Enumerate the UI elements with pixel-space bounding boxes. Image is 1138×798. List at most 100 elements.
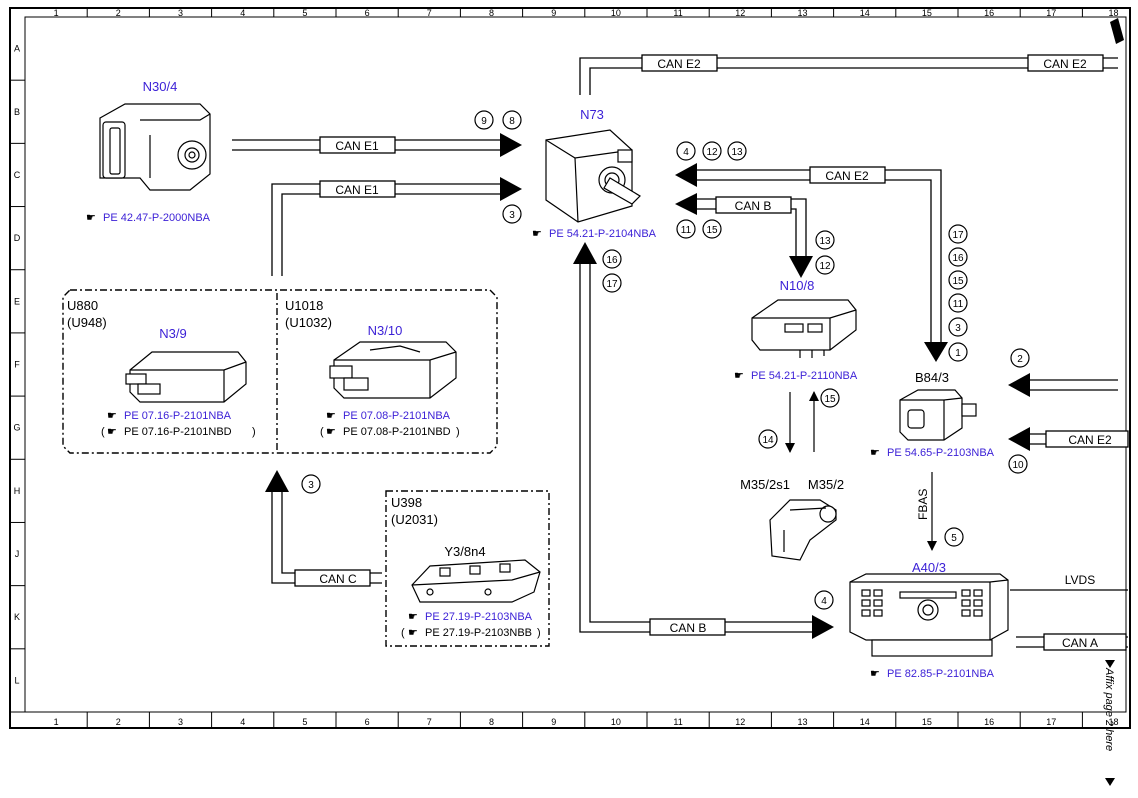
svg-text:PE 54.21-P-2110NBA: PE 54.21-P-2110NBA: [751, 370, 858, 382]
head-unit-icon: [849, 573, 1009, 657]
column-number: 13: [797, 8, 807, 18]
row-letter: J: [15, 549, 20, 559]
row-letter: F: [14, 360, 20, 370]
bus-lines: [232, 57, 1128, 648]
svg-text:15: 15: [952, 276, 964, 287]
svg-text:): ): [252, 426, 256, 438]
svg-text:9: 9: [481, 116, 487, 127]
component-label-a40-3: A40/3: [912, 560, 946, 575]
row-letter: A: [14, 44, 20, 54]
column-number: 13: [797, 717, 807, 727]
row-letter: C: [14, 170, 21, 180]
pointing-hand-icon: ☛: [326, 426, 336, 438]
column-number: 18: [1108, 717, 1118, 727]
callout-17: 17: [602, 273, 622, 293]
ref-link-n3-9[interactable]: ☛ PE 07.16-P-2101NBA: [107, 410, 232, 422]
column-number: 16: [984, 8, 994, 18]
bus-label-can-c: CAN C: [319, 572, 357, 586]
bus-label-lvds: LVDS: [1065, 573, 1095, 587]
svg-text:PE 07.16-P-2101NBD: PE 07.16-P-2101NBD: [124, 426, 232, 438]
row-letter: G: [13, 423, 20, 433]
callout-10: 10: [1008, 454, 1028, 474]
ref-link-n3-10-alt[interactable]: ( ☛ PE 07.08-P-2101NBD ): [320, 426, 460, 438]
ref-link-a40-3[interactable]: ☛ PE 82.85-P-2101NBA: [870, 668, 995, 680]
svg-text:3: 3: [509, 210, 515, 221]
bus-label-can-e1: CAN E1: [335, 139, 379, 153]
abs-unit-icon: [99, 103, 211, 191]
callout-1: 1: [948, 342, 968, 362]
pointing-hand-icon: ☛: [870, 668, 880, 680]
bus-label-can-b: CAN B: [735, 199, 772, 213]
down-triangle-icon: [1105, 660, 1115, 668]
bus-arrowheads: [265, 133, 1030, 639]
svg-text:11: 11: [953, 299, 964, 310]
ref-link-y3[interactable]: ☛ PE 27.19-P-2103NBA: [408, 611, 533, 623]
bus-label-fbas: FBAS: [916, 489, 930, 520]
callout-17: 17: [948, 224, 968, 244]
column-number: 3: [178, 717, 183, 727]
callout-13: 13: [727, 141, 747, 161]
svg-text:PE 07.08-P-2101NBD: PE 07.08-P-2101NBD: [343, 426, 451, 438]
ref-link-n3-10[interactable]: ☛ PE 07.08-P-2101NBA: [326, 410, 451, 422]
svg-text:12: 12: [706, 147, 718, 158]
ref-link-n30-4[interactable]: ☛ PE 42.47-P-2000NBA: [86, 212, 211, 224]
pointing-hand-icon: ☛: [408, 611, 418, 623]
svg-text:16: 16: [606, 255, 618, 266]
column-number: 1: [54, 8, 59, 18]
component-label-y3-8n4: Y3/8n4: [444, 544, 485, 559]
ref-link-y3-alt[interactable]: ( ☛ PE 27.19-P-2103NBB ): [401, 627, 541, 639]
callout-16: 16: [948, 247, 968, 267]
pointing-hand-icon: ☛: [86, 212, 96, 224]
svg-text:5: 5: [951, 533, 957, 544]
pointing-hand-icon: ☛: [532, 228, 542, 240]
row-letter: B: [14, 107, 20, 117]
ref-link-n3-9-alt[interactable]: ( ☛ PE 07.16-P-2101NBD ): [101, 426, 256, 438]
down-triangle-icon: [1105, 778, 1115, 786]
column-number: 12: [735, 8, 745, 18]
component-label-n30-4: N30/4: [143, 79, 178, 94]
bus-label-can-e2: CAN E2: [657, 57, 701, 71]
svg-text:4: 4: [683, 147, 689, 158]
column-number: 8: [489, 717, 494, 727]
column-number: 10: [611, 717, 621, 727]
callout-14: 14: [758, 429, 778, 449]
column-number: 16: [984, 717, 994, 727]
component-labels: N30/4 N73 N10/8 N3/9 N3/10 B84/3 A40/3 M…: [143, 79, 949, 575]
ref-link-b84-3[interactable]: ☛ PE 54.65-P-2103NBA: [870, 447, 995, 459]
column-number: 14: [860, 8, 870, 18]
bus-label-can-e2: CAN E2: [825, 169, 869, 183]
pen-icon: [1110, 18, 1124, 44]
component-label-n73: N73: [580, 107, 604, 122]
column-number: 14: [860, 717, 870, 727]
ref-link-n73[interactable]: ☛ PE 54.21-P-2104NBA: [532, 228, 657, 240]
column-number: 18: [1108, 8, 1118, 18]
ref-link-n10-8[interactable]: ☛ PE 54.21-P-2110NBA: [734, 370, 858, 382]
callout-4: 4: [676, 141, 696, 161]
svg-text:2: 2: [1017, 354, 1023, 365]
svg-text:(: (: [401, 627, 405, 639]
column-number: 9: [551, 717, 556, 727]
group-label-u1018: U1018: [285, 298, 323, 313]
callout-2: 2: [1010, 348, 1030, 368]
component-label-n3-9: N3/9: [159, 326, 186, 341]
actuator-icon: [769, 499, 837, 561]
column-number: 2: [116, 717, 121, 727]
group-label-u948: (U948): [67, 315, 107, 330]
engine-control-unit-icon: [125, 351, 247, 403]
column-number: 3: [178, 8, 183, 18]
camera-icon: [899, 389, 977, 441]
callout-8: 8: [502, 110, 522, 130]
svg-text:): ): [456, 426, 460, 438]
svg-text:(: (: [101, 426, 105, 438]
column-number: 5: [302, 717, 307, 727]
column-number: 5: [302, 8, 307, 18]
callout-5: 5: [944, 527, 964, 547]
row-letter: K: [14, 612, 20, 622]
column-number: 7: [427, 8, 432, 18]
svg-text:13: 13: [819, 236, 831, 247]
component-label-b84-3: B84/3: [915, 370, 949, 385]
svg-text:PE 27.19-P-2103NBB: PE 27.19-P-2103NBB: [425, 627, 532, 639]
